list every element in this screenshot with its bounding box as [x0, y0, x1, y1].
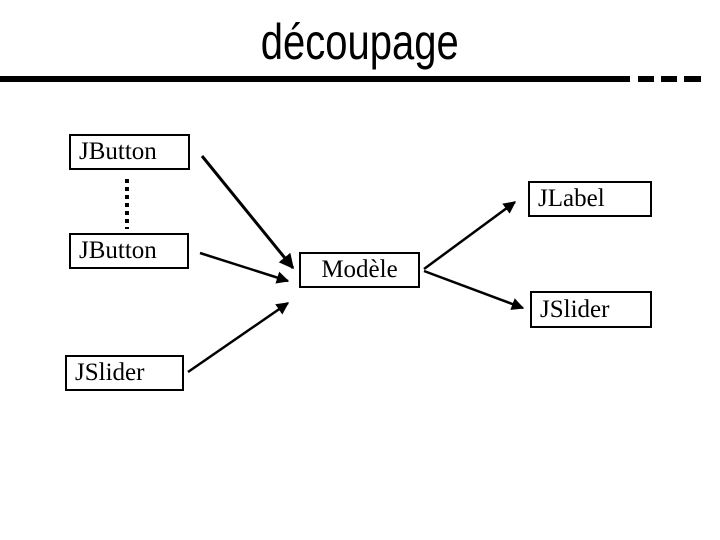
slide-title-text: découpage — [261, 14, 459, 70]
edge-modele-to-jlabel-arrow — [423, 200, 517, 271]
title-underline-dash — [638, 76, 654, 82]
slide-title: découpage — [0, 14, 720, 70]
edge-jbutton-top-to-modele-arrow — [200, 155, 295, 270]
title-underline-dash — [661, 76, 677, 82]
node-jbutton-mid: JButton — [69, 233, 189, 269]
node-modele: Modèle — [299, 252, 420, 288]
node-jslider-left: JSlider — [65, 355, 184, 391]
title-underline — [0, 76, 630, 82]
node-jbutton-top: JButton — [69, 134, 190, 170]
edge-modele-to-jslider-right-arrow — [423, 269, 525, 310]
node-jlabel: JLabel — [528, 181, 652, 217]
edge-jbutton-mid-to-modele-arrow — [199, 251, 290, 284]
edge-jslider-left-to-modele-arrow — [187, 301, 290, 374]
node-jslider-right: JSlider — [530, 291, 652, 328]
title-underline-dash — [684, 76, 701, 82]
